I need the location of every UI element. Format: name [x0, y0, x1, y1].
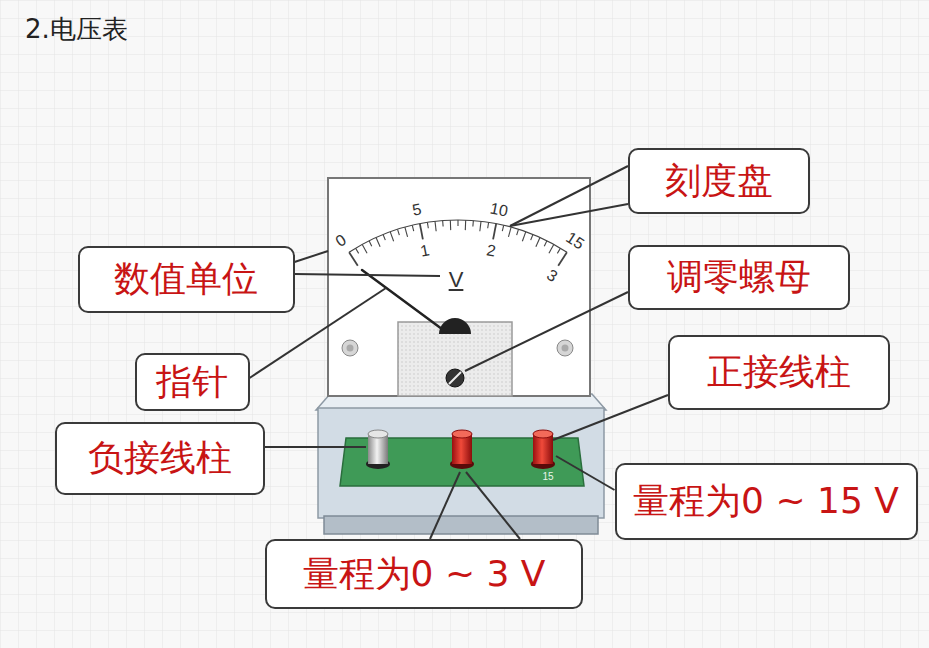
- scale-tick: [487, 222, 489, 228]
- scale-number: 10: [489, 200, 510, 219]
- callout-text: 数值单位: [114, 258, 258, 299]
- mount-screw: [347, 345, 354, 352]
- mount-screw: [562, 345, 569, 352]
- scale-tick: [383, 235, 385, 241]
- scale-tick: [450, 220, 451, 230]
- scale-tick: [457, 220, 458, 226]
- scale-tick: [398, 229, 400, 235]
- mount-screw: [342, 340, 358, 356]
- leader-line: [510, 166, 628, 226]
- scale-tick: [356, 248, 359, 253]
- scale-tick: [544, 241, 547, 246]
- scale-tick: [493, 224, 496, 240]
- callout-text: 量程为0 ~ 15 V: [633, 480, 899, 521]
- page-title: 2.电压表: [25, 12, 128, 47]
- callout-text: 调零螺母: [667, 256, 811, 297]
- scale-tick: [390, 232, 393, 241]
- scale-tick: [557, 248, 560, 253]
- scale-tick: [362, 244, 367, 253]
- mount-screw: [557, 340, 573, 356]
- callout-box: 指针: [135, 353, 250, 411]
- scale-tick: [472, 221, 474, 227]
- terminal-top: [452, 430, 472, 438]
- callout-text: 量程为0 ~ 3 V: [303, 553, 546, 594]
- scale-arc: [349, 220, 567, 252]
- scale-tick: [442, 221, 444, 227]
- pointer-needle: [362, 270, 446, 332]
- terminal-mark: 15: [542, 472, 553, 482]
- scale-tick: [465, 220, 466, 230]
- meter-base: [318, 408, 604, 518]
- scale-tick: [435, 221, 436, 231]
- scale-tick: [517, 229, 519, 235]
- scale-tick: [531, 235, 533, 241]
- leader-line: [265, 446, 366, 448]
- leader-line: [465, 292, 628, 371]
- callout-box: 正接线柱: [668, 335, 890, 410]
- callout-text: 负接线柱: [88, 437, 232, 478]
- scale-tick: [508, 227, 511, 237]
- leader-line: [295, 274, 441, 276]
- scale-ticks: [349, 220, 567, 266]
- leader-lines: [250, 166, 669, 539]
- meter-face: [328, 178, 590, 396]
- scale-tick: [558, 252, 567, 265]
- unit-symbol: V: [449, 269, 464, 291]
- scale-tick: [549, 244, 554, 253]
- leader-line: [510, 204, 628, 226]
- leader-line: [430, 472, 460, 539]
- callout-box: 刻度盘: [628, 148, 810, 214]
- callout-text: 刻度盘: [665, 160, 773, 201]
- callout-box: 量程为0 ~ 3 V: [265, 539, 583, 609]
- callout-text: 正接线柱: [707, 351, 851, 392]
- scale-tick: [536, 238, 540, 247]
- zero-screw: [446, 369, 464, 387]
- leader-line: [556, 456, 615, 490]
- callout-text: 指针: [156, 361, 228, 402]
- leader-line: [295, 251, 329, 262]
- scale-tick: [502, 225, 503, 231]
- callout-box: 数值单位: [78, 246, 295, 313]
- leader-line: [553, 395, 668, 440]
- scale-tick: [522, 232, 525, 241]
- terminal-top: [533, 430, 553, 438]
- scale-tick: [420, 224, 423, 240]
- scale-tick: [412, 225, 413, 231]
- scale-tick: [369, 241, 372, 246]
- scale-tick: [376, 238, 380, 247]
- callout-box: 负接线柱: [55, 422, 265, 495]
- scale-tick: [480, 221, 481, 231]
- scale-tick: [349, 252, 358, 265]
- zero-screw-slot: [449, 372, 461, 384]
- scale-tick: [405, 227, 408, 237]
- scale-tick: [427, 222, 429, 228]
- callout-box: 量程为0 ~ 15 V: [615, 463, 918, 540]
- terminal-top: [368, 430, 388, 438]
- callout-box: 调零螺母: [628, 245, 850, 310]
- leader-line: [466, 472, 520, 539]
- meter-foot: [324, 516, 598, 534]
